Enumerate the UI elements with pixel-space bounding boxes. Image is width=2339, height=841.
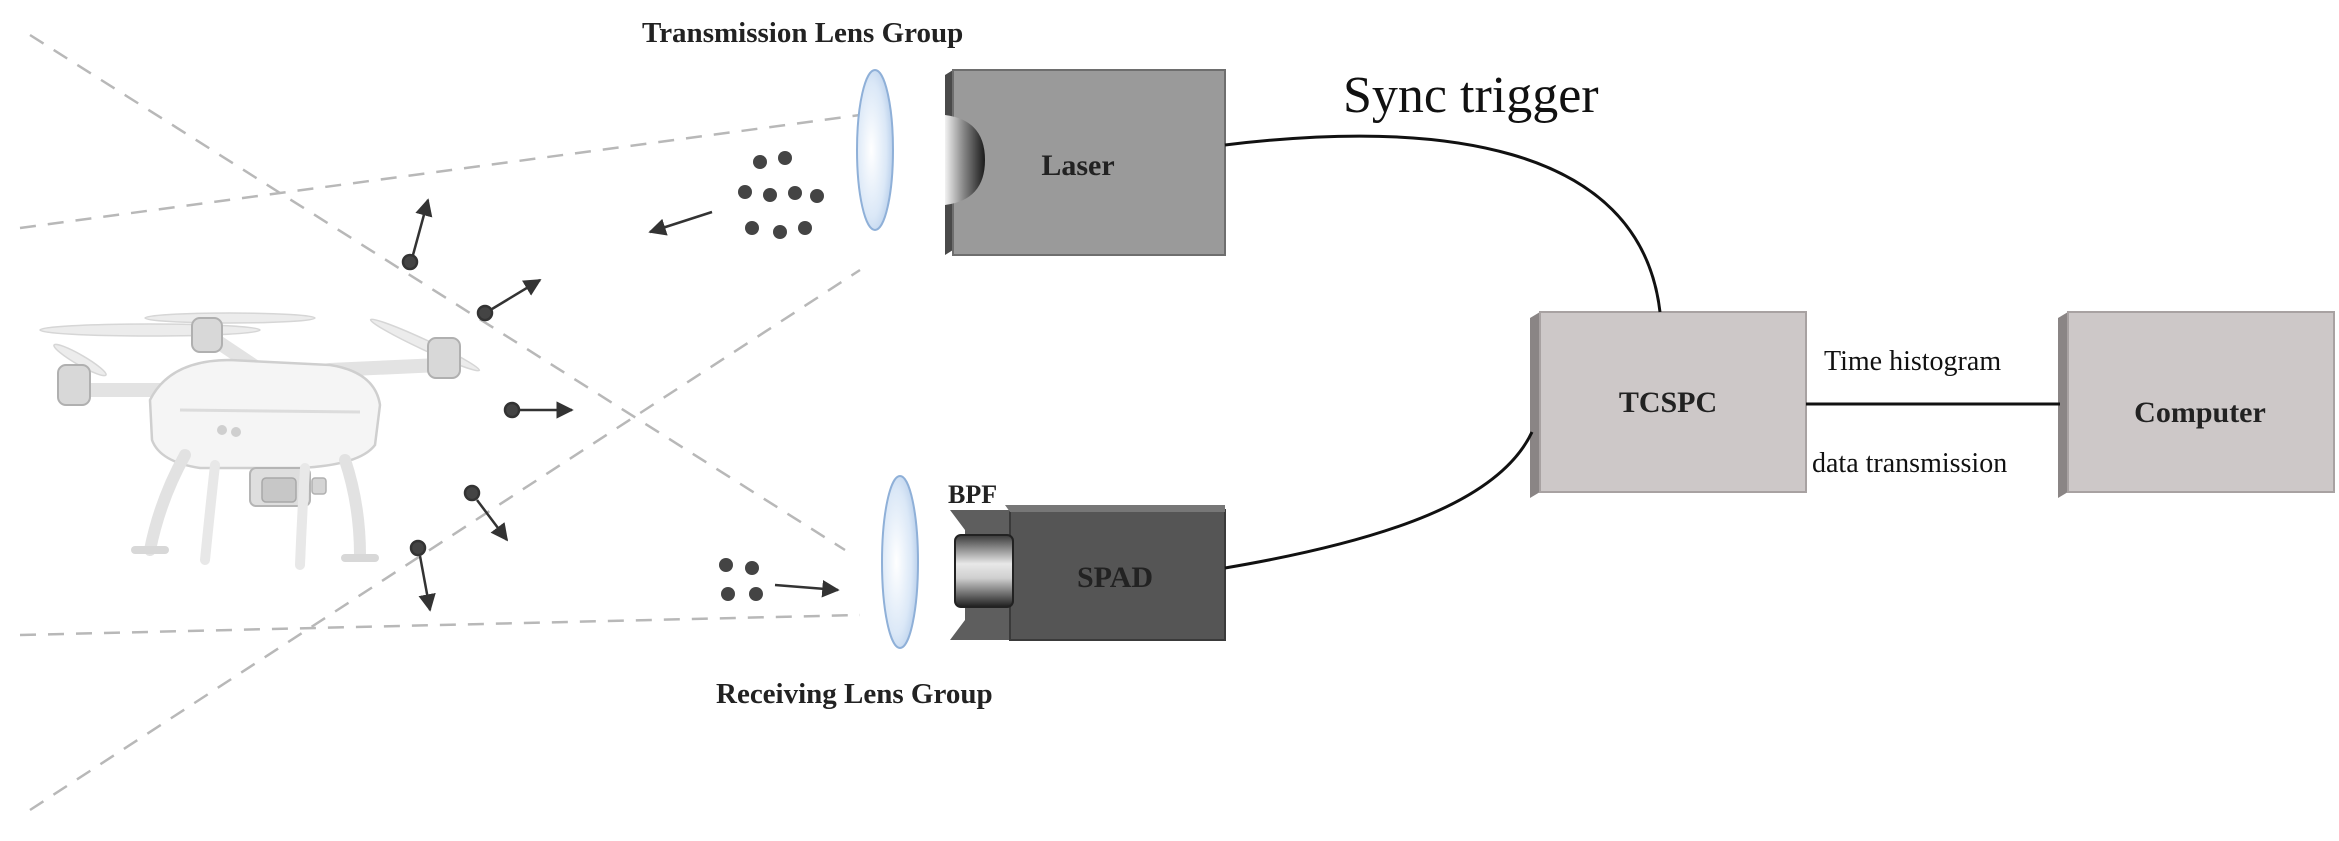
signal-wires (1224, 134, 2060, 570)
laser-device: Laser (945, 69, 1226, 256)
emitted-photon-cluster (738, 151, 824, 239)
receiving-lens-icon (881, 475, 919, 649)
tcspc-label: TCSPC (1619, 386, 1717, 419)
data-transmission-label: data transmission (1812, 448, 2007, 479)
transmission-lens-icon (856, 69, 894, 231)
spad-device: SPAD (950, 505, 1226, 641)
quadcopter-drone-icon (39, 312, 481, 570)
spad-label: SPAD (1077, 561, 1153, 594)
receiving-lens-group-label: Receiving Lens Group (716, 678, 993, 710)
laser-label: Laser (1041, 149, 1114, 182)
computer-label: Computer (2134, 396, 2266, 429)
spad-to-tcspc-wire (1224, 431, 1534, 570)
bpf-filter (954, 534, 1014, 608)
dashed-beam-lines (19, 33, 861, 812)
tcspc-device: TCSPC (1530, 311, 1807, 498)
transmission-lens-group-label: Transmission Lens Group (642, 17, 963, 49)
received-photon-cluster (719, 558, 763, 601)
dashed-line-diagonal-up (29, 268, 861, 812)
time-histogram-label: Time histogram (1824, 346, 2001, 377)
sync-trigger-wire (1224, 134, 1662, 313)
dashed-line-lower (19, 613, 861, 637)
emitted-photon-arrow (648, 210, 713, 236)
dashed-line-upper (19, 113, 861, 230)
dashed-line-diagonal-down (29, 33, 846, 552)
scattered-photons (401, 198, 574, 612)
computer-device: Computer (2058, 311, 2335, 498)
received-photon-arrow (774, 580, 840, 598)
sync-trigger-label: Sync trigger (1343, 67, 1599, 124)
bpf-label: BPF (948, 480, 997, 509)
